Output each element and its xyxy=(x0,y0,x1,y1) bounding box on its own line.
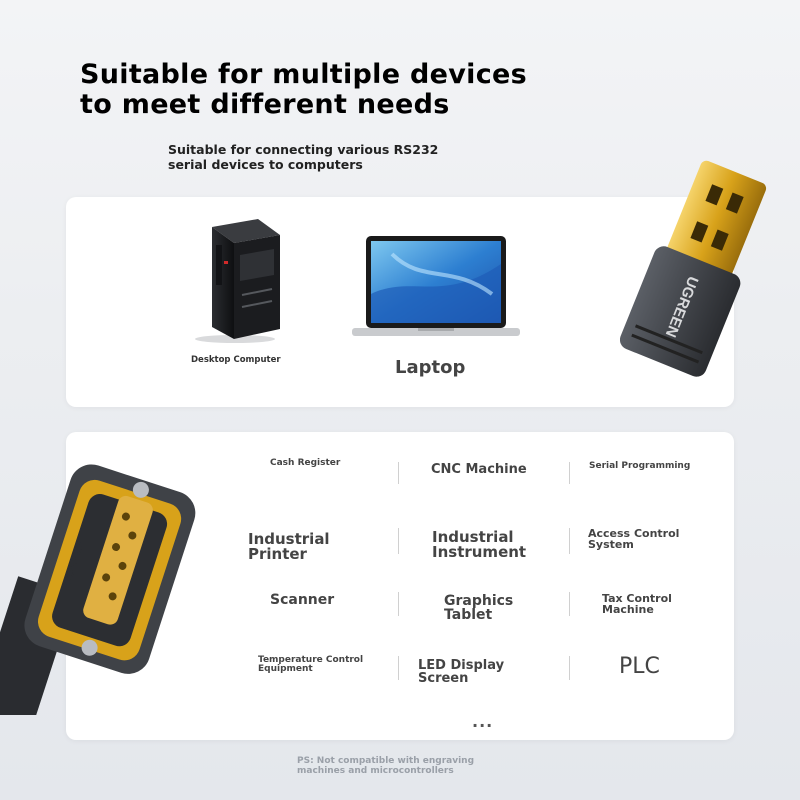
app-scanner: Scanner xyxy=(270,592,335,608)
usb-a-connector-image: UGREEN xyxy=(620,160,767,377)
app-industrial-instrument: Industrial Instrument xyxy=(432,528,527,561)
desktop-label: Desktop Computer xyxy=(191,355,281,365)
separator xyxy=(398,528,399,554)
app-industrial-printer: Industrial Printer xyxy=(248,530,330,563)
headline: Suitable for multiple devices to meet di… xyxy=(80,59,528,120)
separator xyxy=(569,462,570,484)
separator xyxy=(569,592,570,616)
compatibility-note: PS: Not compatible with engraving machin… xyxy=(297,756,475,776)
applications-panel xyxy=(66,432,734,740)
db9-connector-image: UGREEN xyxy=(0,464,196,715)
app-access-control-system: Access Control System xyxy=(588,527,680,551)
app-plc: PLC xyxy=(619,654,660,679)
separator xyxy=(398,656,399,680)
separator xyxy=(569,656,570,680)
laptop-label: Laptop xyxy=(395,357,466,378)
more-indicator: ... xyxy=(472,712,494,731)
laptop-image xyxy=(352,236,520,336)
desktop-computer-image xyxy=(195,219,280,343)
app-graphics-tablet: Graphics Tablet xyxy=(444,593,514,623)
app-serial-programming: Serial Programming xyxy=(589,461,691,471)
separator xyxy=(398,462,399,484)
subheadline: Suitable for connecting various RS232 se… xyxy=(168,142,439,172)
app-cash-register: Cash Register xyxy=(270,458,341,468)
app-temperature-control-equipment: Temperature Control Equipment xyxy=(258,655,364,674)
app-led-display-screen: LED Display Screen xyxy=(418,658,505,686)
separator xyxy=(398,592,399,616)
separator xyxy=(569,528,570,554)
app-tax-control-machine: Tax Control Machine xyxy=(602,592,672,616)
app-cnc-machine: CNC Machine xyxy=(431,462,527,477)
